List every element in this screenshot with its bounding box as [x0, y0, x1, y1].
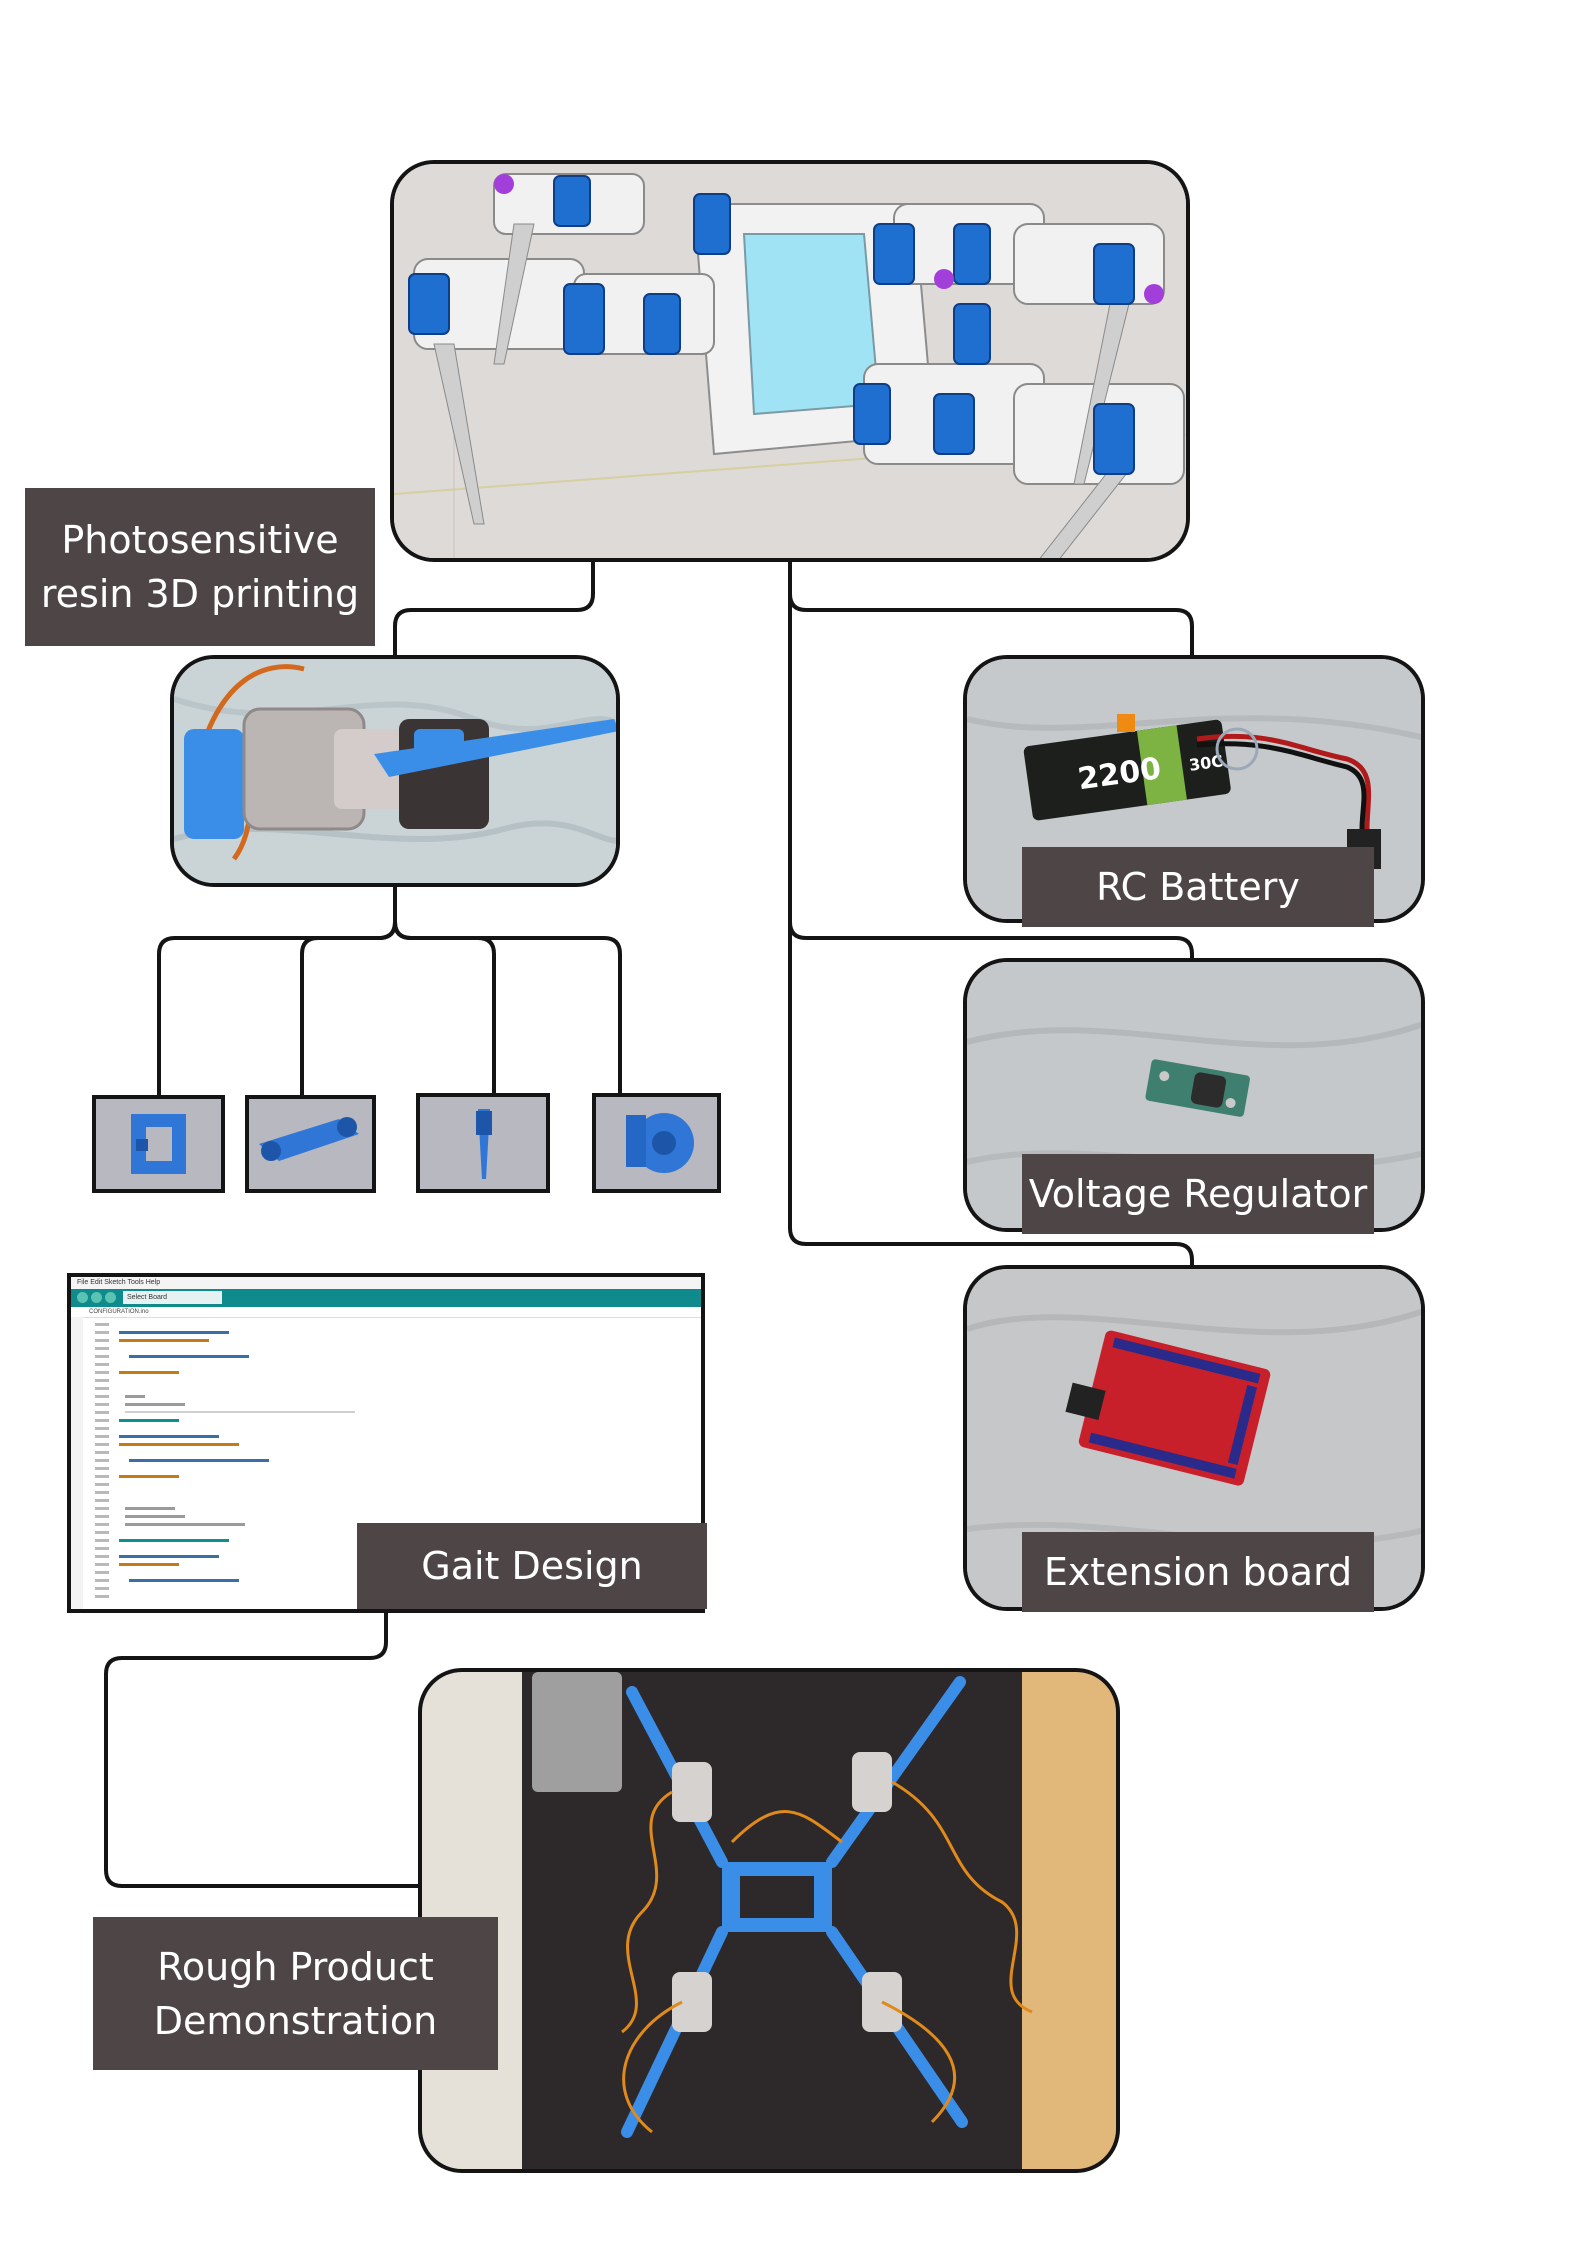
- rc-battery-label: RC Battery: [1022, 847, 1374, 927]
- part-thumb-link: [245, 1095, 376, 1193]
- rough-product-label-line2: Demonstration: [153, 1998, 438, 2043]
- board-selector: Select Board: [123, 1291, 222, 1304]
- ide-file-tab: CONFIGURATION.ino: [71, 1307, 701, 1318]
- debug-icon: [105, 1292, 116, 1303]
- voltage-regulator-label-text: Voltage Regulator: [1028, 1172, 1368, 1216]
- rough-product-label-line1: Rough Product: [157, 1944, 434, 1989]
- photosensitive-label-line2: resin 3D printing: [40, 572, 360, 616]
- rc-battery-label-text: RC Battery: [1096, 865, 1300, 909]
- code-lines: [95, 1323, 355, 1598]
- photosensitive-resin-label: Photosensitive resin 3D printing: [25, 488, 375, 646]
- link-part-icon: [249, 1099, 372, 1189]
- ide-file-tab-label: CONFIGURATION.ino: [89, 1309, 149, 1315]
- photosensitive-label-line1: Photosensitive: [61, 518, 339, 562]
- rough-product-photo: [418, 1668, 1120, 2173]
- part-thumb-bracket: [92, 1095, 225, 1193]
- rough-product-illustration: [422, 1672, 1116, 2169]
- ide-menu-text: File Edit Sketch Tools Help: [77, 1279, 161, 1286]
- bracket-part-icon: [96, 1099, 221, 1189]
- verify-icon: [77, 1292, 88, 1303]
- voltage-regulator-label: Voltage Regulator: [1022, 1154, 1374, 1234]
- ide-toolbar: Select Board: [71, 1289, 701, 1307]
- cad-model-frame: [390, 160, 1190, 562]
- printed-arm-illustration: [174, 659, 616, 883]
- foot-part-icon: [420, 1097, 546, 1189]
- rough-product-label: Rough Product Demonstration: [93, 1917, 498, 2070]
- part-thumb-horn: [592, 1093, 721, 1193]
- gait-design-label: Gait Design: [357, 1523, 707, 1609]
- extension-board-label-text: Extension board: [1043, 1550, 1353, 1594]
- ide-menu-bar: File Edit Sketch Tools Help: [71, 1277, 701, 1289]
- upload-icon: [91, 1292, 102, 1303]
- code-area: [71, 1317, 701, 1609]
- printed-arm-photo: [170, 655, 620, 887]
- battery-rate-text: 30C: [1188, 751, 1224, 775]
- gait-design-label-text: Gait Design: [421, 1544, 643, 1588]
- horn-part-icon: [596, 1097, 717, 1189]
- extension-board-label: Extension board: [1022, 1532, 1374, 1612]
- ide-side-rail: [71, 1317, 83, 1609]
- cad-model-illustration: [394, 164, 1186, 558]
- part-thumb-foot: [416, 1093, 550, 1193]
